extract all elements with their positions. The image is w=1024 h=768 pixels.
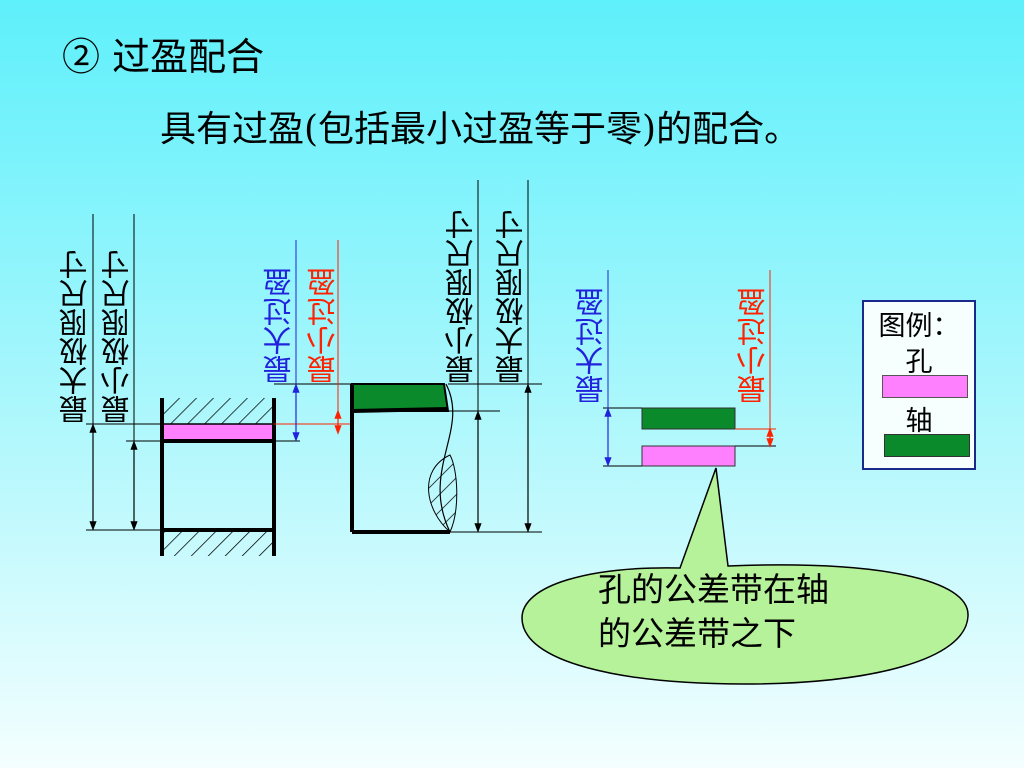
- hole-min-size-label: 最小极限尺寸: [100, 250, 134, 424]
- zone-min-interference-label: 最小过盈: [736, 288, 770, 404]
- shaft-max-size-label: 最大极限尺寸: [494, 210, 528, 384]
- section-title: ② 过盈配合: [62, 35, 265, 79]
- hole-part: [86, 214, 276, 556]
- legend-shaft-swatch: [884, 434, 970, 457]
- callout-line-2: 的公差带之下: [598, 614, 796, 653]
- zone-shaft: [641, 407, 736, 430]
- legend: 图例： 孔 轴: [862, 300, 976, 470]
- hole-tolerance-zone: [161, 423, 275, 442]
- hole-hatch-top: [162, 398, 274, 424]
- shaft-part: [350, 180, 542, 534]
- tolerance-zone-diagram: [603, 270, 776, 467]
- legend-shaft-label: 轴: [905, 406, 933, 437]
- hole-hatch-bottom: [162, 530, 274, 556]
- callout-text: 孔的公差带在轴 的公差带之下: [598, 568, 898, 656]
- legend-hole-swatch: [882, 375, 968, 398]
- callout-bubble: [521, 467, 969, 685]
- legend-hole-label: 孔: [905, 347, 933, 378]
- shaft-tolerance-zone: [351, 383, 450, 412]
- legend-title: 图例：: [878, 311, 960, 342]
- zone-hole: [641, 445, 736, 467]
- callout-line-1: 孔的公差带在轴: [598, 570, 829, 609]
- zone-max-interference-label: 最大过盈: [574, 288, 608, 404]
- shaft-min-size-label: 最小极限尺寸: [444, 210, 478, 384]
- min-interference-label: 最小过盈: [306, 268, 340, 384]
- max-interference-label: 最大过盈: [262, 268, 296, 384]
- definition-text: 具有过盈(包括最小过盈等于零)的配合。: [160, 109, 801, 150]
- hole-max-size-label: 最大极限尺寸: [58, 250, 92, 424]
